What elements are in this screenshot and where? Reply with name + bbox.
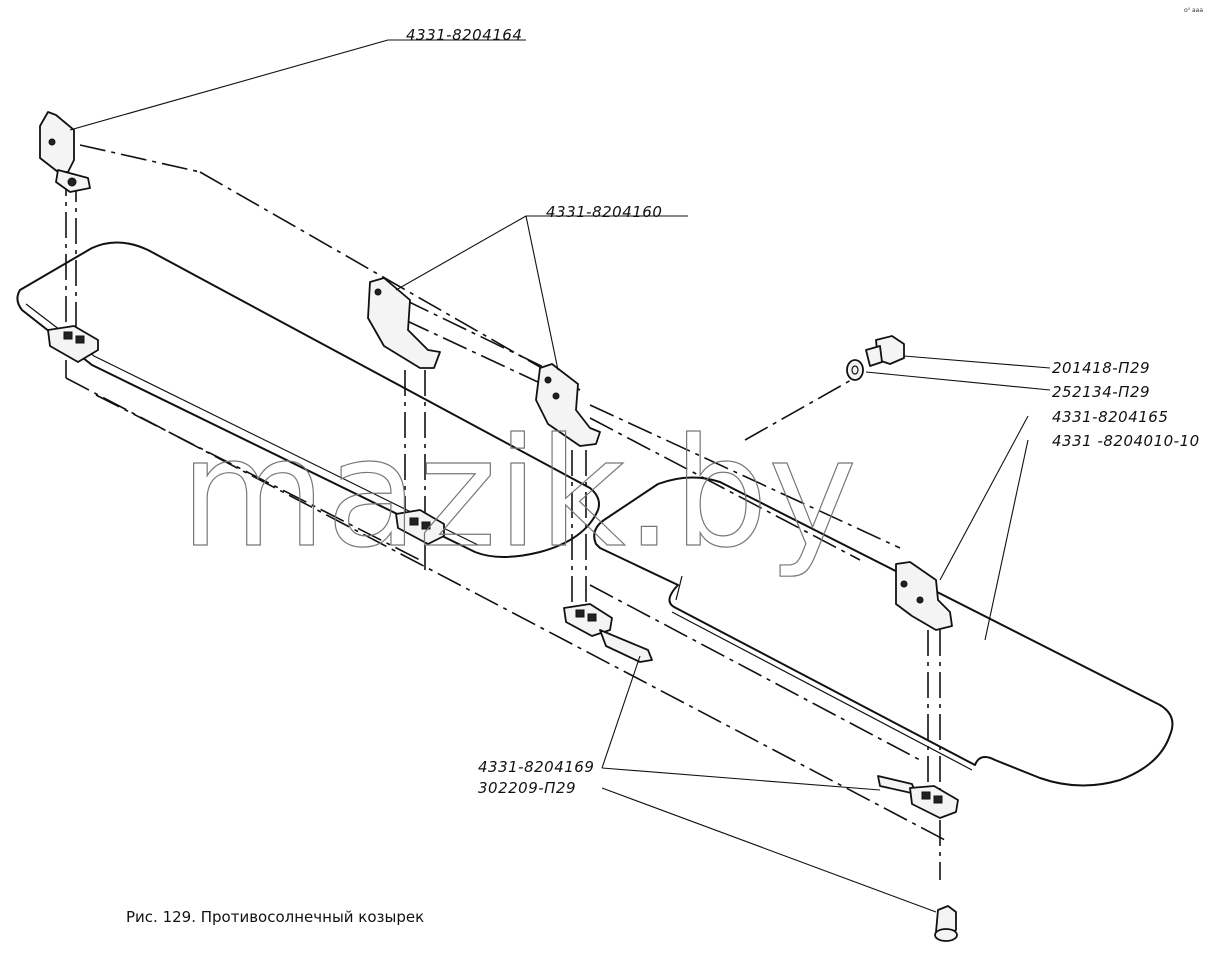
hinge-pin-assembly-center	[563, 603, 653, 663]
label-screw: 201418-П29	[1052, 359, 1150, 377]
washer-part	[846, 359, 864, 381]
figure-caption: Рис. 129. Противосолнечный козырек	[126, 908, 424, 926]
label-pin: 4331-8204169	[478, 758, 594, 776]
hinge-pin-assembly-right	[877, 775, 959, 819]
label-washer: 252134-П29	[1052, 383, 1150, 401]
leader-lines	[69, 39, 1051, 913]
bracket-middle-right	[535, 363, 601, 447]
hinge-left-lower	[47, 325, 99, 363]
bolt-part	[934, 905, 958, 942]
right-visor-panel	[593, 476, 1174, 787]
bracket-middle-left	[367, 277, 441, 369]
label-bolt: 302209-П29	[478, 779, 576, 797]
watermark-text: mazik.by	[180, 407, 857, 581]
corner-mark: о⁰ ааа	[1184, 7, 1203, 14]
hinge-middle-lower	[395, 509, 445, 545]
assembly-centerlines	[65, 144, 946, 880]
label-bracket-left-top: 4331-8204164	[406, 26, 522, 44]
bracket-right	[895, 561, 953, 631]
label-visor-right: 4331 -8204010-10	[1052, 432, 1200, 450]
label-bracket-right: 4331-8204165	[1052, 408, 1168, 426]
screw-part	[865, 335, 905, 367]
bracket-left-top	[39, 111, 91, 193]
label-bracket-middle: 4331-8204160	[546, 203, 662, 221]
left-visor-panel	[16, 241, 600, 558]
